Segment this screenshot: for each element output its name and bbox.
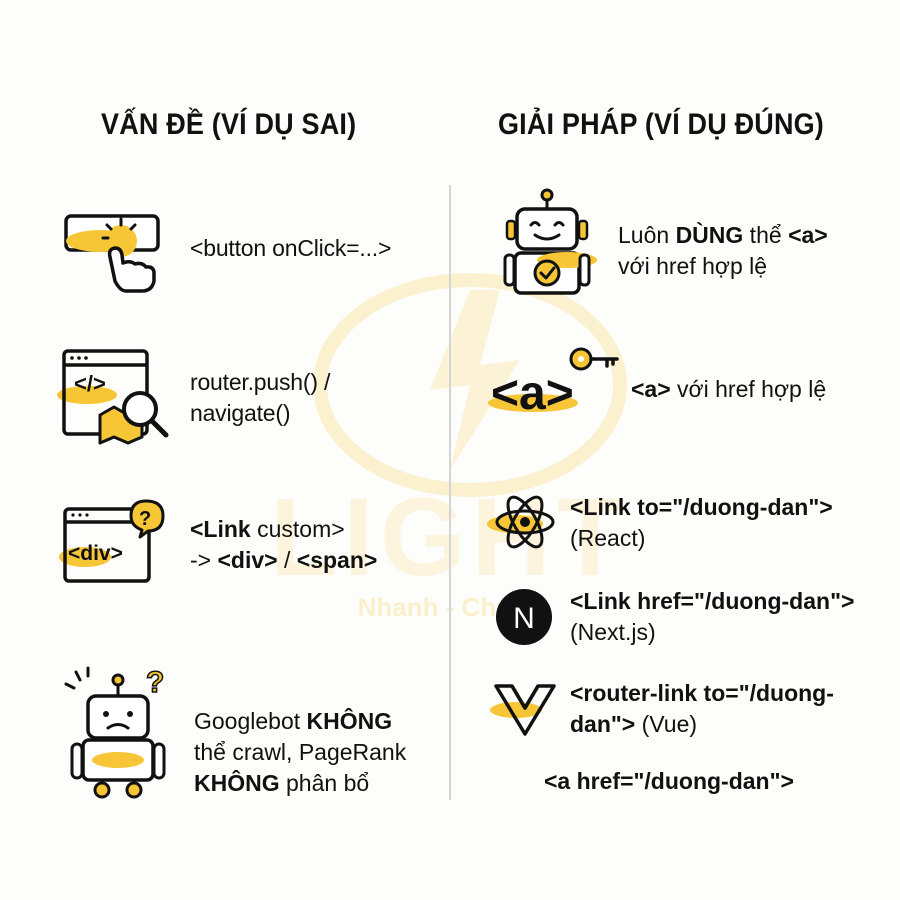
svg-text:?: ?: [146, 666, 164, 699]
left-item-2-line-1: router.push() /: [190, 369, 331, 395]
left-item-3-div-tag: <div>: [217, 547, 278, 573]
right-item-3-line-1: <Link to="/duong-dan">: [570, 494, 833, 520]
left-item-2-line-2: navigate(): [190, 400, 291, 426]
right-item-1-dung: DÙNG: [675, 222, 744, 248]
code-map-search-icon: </>: [57, 349, 169, 445]
right-item-1-the: thể: [743, 222, 789, 248]
right-item-3-text: <Link to="/duong-dan"> (React): [570, 492, 833, 554]
right-item-1-line-2: với href hợp lệ: [618, 253, 768, 279]
right-item-1-luon: Luôn: [618, 222, 676, 248]
anchor-tag-label: <a>: [491, 367, 574, 420]
right-item-4-line-2: (Next.js): [570, 619, 656, 645]
left-item-3-link-tag: <Link: [190, 516, 251, 542]
confused-robot-icon: ?: [64, 665, 166, 799]
left-item-4-line-3-rest: phân bổ: [279, 770, 370, 796]
right-item-5-line-2-rest: (Vue): [635, 711, 698, 737]
button-click-icon: [64, 214, 160, 293]
right-item-5-line-1: <router-link to="/duong-: [570, 680, 834, 706]
footer-anchor-example: <a href="/duong-dan">: [544, 768, 794, 794]
left-item-2-text: router.push() / navigate(): [190, 367, 330, 429]
nextjs-logo-letter: N: [513, 602, 535, 635]
left-item-3-slash: /: [277, 547, 297, 573]
right-item-2-rest: với href hợp lệ: [670, 376, 827, 402]
right-column-heading: GIẢI PHÁP (VÍ DỤ ĐÚNG): [498, 108, 824, 141]
right-item-5-text: <router-link to="/duong- dan"> (Vue): [570, 678, 834, 740]
svg-text:<div>: <div>: [68, 542, 123, 565]
svg-text:</>: </>: [74, 371, 106, 396]
div-question-icon: <div> ?: [59, 499, 165, 583]
left-item-4-text: Googlebot KHÔNG thể crawl, PageRank KHÔN…: [194, 706, 406, 799]
happy-robot-icon: [503, 188, 597, 295]
right-item-3-line-2: (React): [570, 525, 646, 551]
right-item-2-text: <a> với href hợp lệ: [631, 374, 826, 405]
left-item-3-line-1-rest: custom>: [250, 516, 345, 542]
right-item-1-text: Luôn DÙNG thể <a> với href hợp lệ: [618, 220, 828, 282]
anchor-tag-key-icon: <a>: [488, 347, 619, 420]
nextjs-logo-icon: N: [496, 589, 552, 645]
vue-logo-icon: [490, 684, 556, 736]
right-item-5-line-2-bold: dan">: [570, 711, 636, 737]
right-item-2-a-tag: <a>: [631, 376, 671, 402]
right-item-4-line-1: <Link href="/duong-dan">: [570, 588, 855, 614]
column-divider: [449, 185, 451, 800]
left-item-3-arrow: ->: [190, 547, 218, 573]
left-item-4-khong-1: KHÔNG: [306, 708, 393, 734]
svg-text:?: ?: [139, 508, 151, 530]
left-column-heading: VẤN ĐỀ (VÍ DỤ SAI): [101, 108, 357, 141]
left-item-1-text: <button onClick=...>: [190, 235, 392, 261]
react-logo-icon: [487, 495, 555, 549]
left-item-4-googlebot: Googlebot: [194, 708, 307, 734]
left-item-3-span-tag: <span>: [296, 547, 378, 573]
left-item-3-text: <Link custom> -> <div> / <span>: [190, 514, 377, 576]
left-item-4-khong-2: KHÔNG: [194, 770, 280, 796]
right-item-1-a-tag: <a>: [788, 222, 828, 248]
right-item-4-text: <Link href="/duong-dan"> (Next.js): [570, 586, 854, 648]
left-item-4-line-2: thể crawl, PageRank: [194, 739, 407, 765]
